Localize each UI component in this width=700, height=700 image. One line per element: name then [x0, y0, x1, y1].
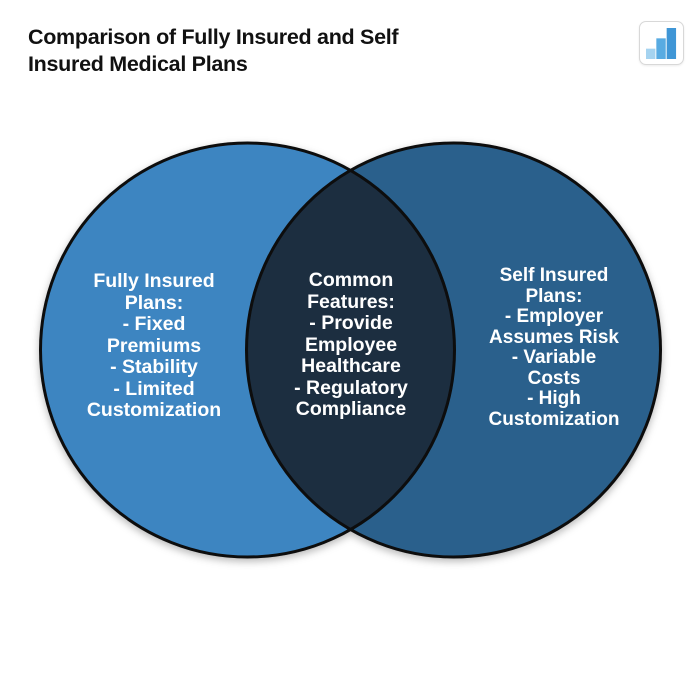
venn-right-circle-outline — [245, 141, 662, 559]
right-circle-label: Self Insured Plans: - Employer Assumes R… — [488, 265, 620, 430]
bar-chart-icon — [639, 21, 684, 65]
bar-medium — [656, 37, 666, 59]
venn-left-circle-outline — [39, 141, 456, 559]
page-title: Comparison of Fully Insured and Self Ins… — [28, 25, 399, 76]
overlap-label: Common Features: - Provide Employee Heal… — [294, 269, 408, 420]
bar-tall — [666, 27, 677, 59]
left-circle-label: Fully Insured Plans: - Fixed Premiums - … — [86, 270, 222, 421]
bar-chart-icon-glyph — [646, 27, 677, 59]
bar-small — [646, 48, 656, 59]
